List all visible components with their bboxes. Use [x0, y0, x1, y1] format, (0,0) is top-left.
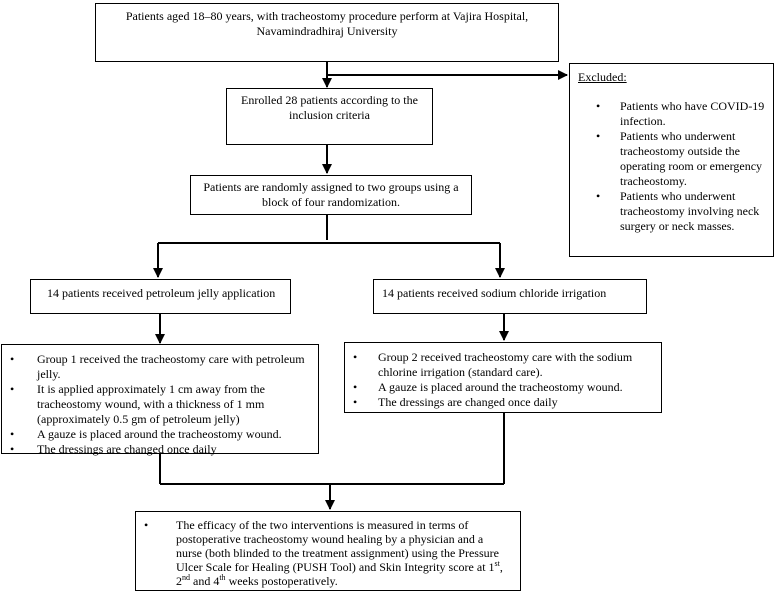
group1-detail-item: Group 1 received the tracheostomy care w…	[2, 352, 310, 382]
excluded-item: Patients who have COVID-19 infection.	[588, 99, 765, 129]
outcome-sup-3: th	[219, 573, 226, 582]
outcome-text-d: weeks postoperatively.	[225, 574, 338, 588]
outcome-item: The efficacy of the two interventions is…	[136, 518, 512, 588]
group2-detail-item: A gauze is placed around the tracheostom…	[345, 380, 653, 395]
group2-header-box: 14 patients received sodium chloride irr…	[373, 279, 647, 314]
excluded-item: Patients who underwent tracheostomy outs…	[588, 129, 765, 189]
group2-detail-item: The dressings are changed once daily	[345, 395, 653, 410]
group1-header-box: 14 patients received petroleum jelly app…	[30, 279, 291, 314]
excluded-item: Patients who underwent tracheostomy invo…	[588, 189, 765, 234]
outcome-box: The efficacy of the two interventions is…	[135, 511, 521, 591]
outcome-sup-1: st	[494, 559, 500, 568]
outcome-text-a: The efficacy of the two interventions is…	[176, 518, 499, 574]
group1-header-text: 14 patients received petroleum jelly app…	[47, 286, 276, 300]
outcome-text-c: and 4	[190, 574, 220, 588]
outcome-text-b: , 2	[176, 560, 503, 588]
group2-header-text: 14 patients received sodium chloride irr…	[382, 286, 607, 300]
start-box: Patients aged 18–80 years, with tracheos…	[95, 3, 559, 62]
group2-detail-item: Group 2 received tracheostomy care with …	[345, 350, 653, 380]
excluded-title: Excluded:	[578, 70, 627, 84]
outcome-list: The efficacy of the two interventions is…	[136, 518, 512, 588]
outcome-sup-2: nd	[182, 573, 190, 582]
group1-detail-item: The dressings are changed once daily	[2, 442, 310, 457]
randomization-box: Patients are randomly assigned to two gr…	[190, 175, 472, 215]
excluded-list: Patients who have COVID-19 infection. Pa…	[578, 99, 765, 234]
start-text: Patients aged 18–80 years, with tracheos…	[125, 9, 529, 38]
enrolled-text: Enrolled 28 patients according to the in…	[241, 93, 418, 122]
group1-detail-item: It is applied approximately 1 cm away fr…	[2, 382, 310, 427]
randomization-text: Patients are randomly assigned to two gr…	[203, 180, 459, 209]
enrolled-box: Enrolled 28 patients according to the in…	[226, 88, 433, 145]
excluded-box: Excluded: Patients who have COVID-19 inf…	[569, 63, 774, 257]
group1-detail-item: A gauze is placed around the tracheostom…	[2, 427, 310, 442]
group2-details-list: Group 2 received tracheostomy care with …	[345, 350, 653, 410]
group1-details-list: Group 1 received the tracheostomy care w…	[2, 352, 310, 457]
group2-details-box: Group 2 received tracheostomy care with …	[344, 342, 662, 413]
group1-details-box: Group 1 received the tracheostomy care w…	[1, 344, 319, 457]
